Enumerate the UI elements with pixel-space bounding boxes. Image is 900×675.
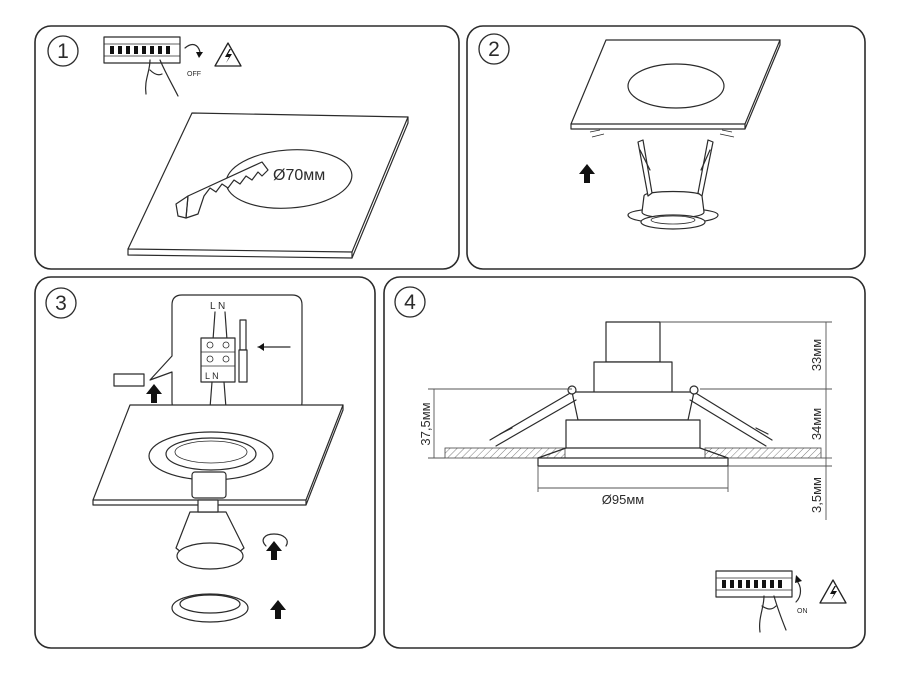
ceiling-plate (127, 112, 409, 259)
step-1-number: 1 (57, 40, 69, 63)
terminal-labels-top: L N (210, 301, 225, 312)
step-2-badge: 2 (478, 33, 510, 65)
height-bottom-label: 3,5мм (809, 477, 824, 513)
height-total-label: 37,5мм (418, 402, 433, 445)
ceiling-plate-with-hole (570, 39, 781, 130)
step-2-number: 2 (488, 38, 500, 61)
rotate-up-arrow-icon (262, 533, 288, 560)
hole-saw-tool (175, 161, 269, 219)
step-3-number: 3 (55, 292, 67, 315)
step-1-panel: 1 OFF (34, 25, 460, 270)
ceiling-section (444, 447, 822, 459)
step-4-panel: 4 (383, 276, 866, 649)
step-2-panel: 2 (466, 25, 866, 270)
step-1-badge: 1 (47, 35, 79, 67)
diameter-label: Ø95мм (602, 492, 645, 507)
dimension-lines (428, 321, 832, 520)
ceiling-plate-3 (92, 404, 344, 506)
terminal-labels-bottom: L N (205, 371, 219, 381)
power-on-label: ON (797, 608, 808, 615)
terminal-zoom-callout: L N L N (149, 294, 303, 413)
hole-diameter-label: Ø70мм (273, 167, 325, 184)
downlight-fixture (627, 139, 719, 230)
height-top-label: 33мм (809, 339, 824, 371)
step-4-badge: 4 (394, 286, 426, 318)
circuit-breaker-off (103, 36, 203, 97)
height-mid-label: 34мм (809, 408, 824, 440)
power-off-label: OFF (187, 71, 201, 78)
step-4-number: 4 (404, 291, 416, 314)
circuit-breaker-on (715, 570, 802, 633)
terminal-block-icon (113, 373, 145, 387)
trim-ring (171, 593, 249, 623)
step-3-badge: 3 (45, 287, 77, 319)
gu10-bulb (175, 471, 245, 570)
motion-marks (589, 129, 735, 138)
step-3-panel: 3 L N L N (34, 276, 376, 649)
